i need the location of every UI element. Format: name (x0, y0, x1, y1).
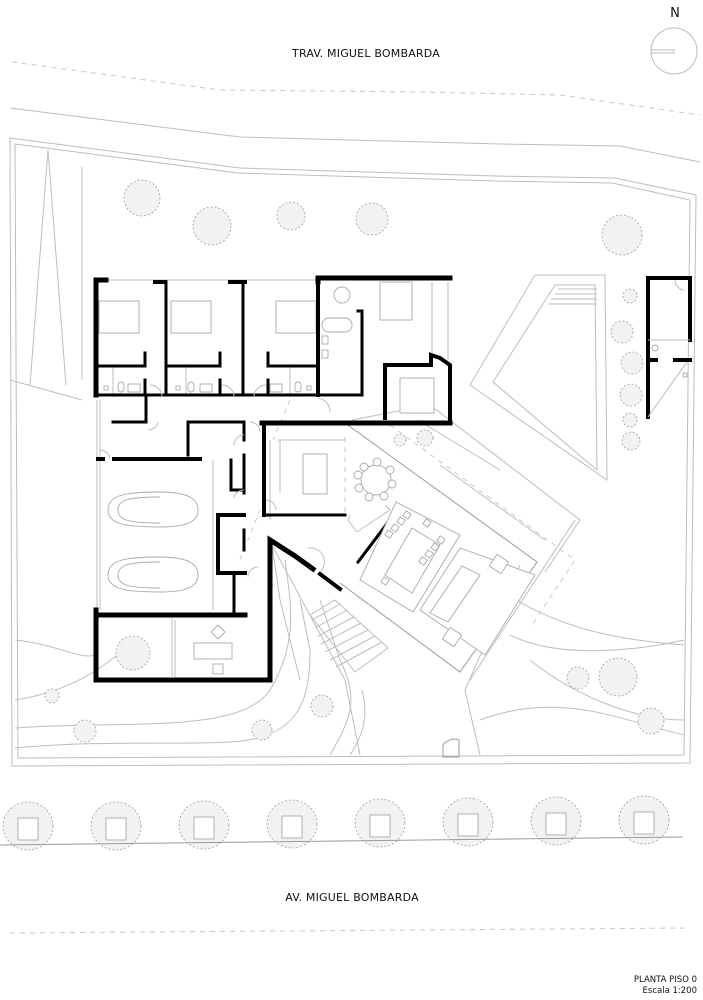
drawing-title: PLANTA PISO 0 (633, 975, 697, 985)
door-swings[interactable] (99, 384, 331, 578)
house-walls[interactable] (93, 275, 453, 683)
bottom-street-edges (0, 836, 691, 934)
drawing-scale: Escala 1:200 (642, 986, 697, 996)
top-street-edges (9, 61, 701, 163)
terrace-outline (351, 404, 581, 756)
north-arrow-icon (650, 27, 698, 75)
street-label-bottom: AV. MIGUEL BOMBARDA (285, 891, 419, 904)
furniture-beds (98, 281, 435, 414)
street-trees (2, 795, 670, 851)
annex-building (646, 276, 692, 419)
pool (469, 274, 608, 481)
living-pavilion (339, 422, 538, 673)
bathroom-fixtures (103, 381, 312, 393)
exterior-stairs (271, 544, 389, 756)
tv-room-furniture (278, 439, 345, 495)
plot-trees (44, 179, 665, 743)
dining-chairs (380, 510, 446, 586)
patio-table (353, 457, 397, 502)
north-label: N (670, 6, 680, 21)
entrance-gate (442, 738, 460, 758)
office-furniture (193, 624, 233, 675)
garden-contours (14, 559, 685, 756)
street-label-top: TRAV. MIGUEL BOMBARDA (292, 47, 440, 60)
title-block: PLANTA PISO 0 Escala 1:200 (634, 975, 697, 997)
plot-boundary (9, 137, 697, 767)
garage-cars (107, 491, 199, 593)
